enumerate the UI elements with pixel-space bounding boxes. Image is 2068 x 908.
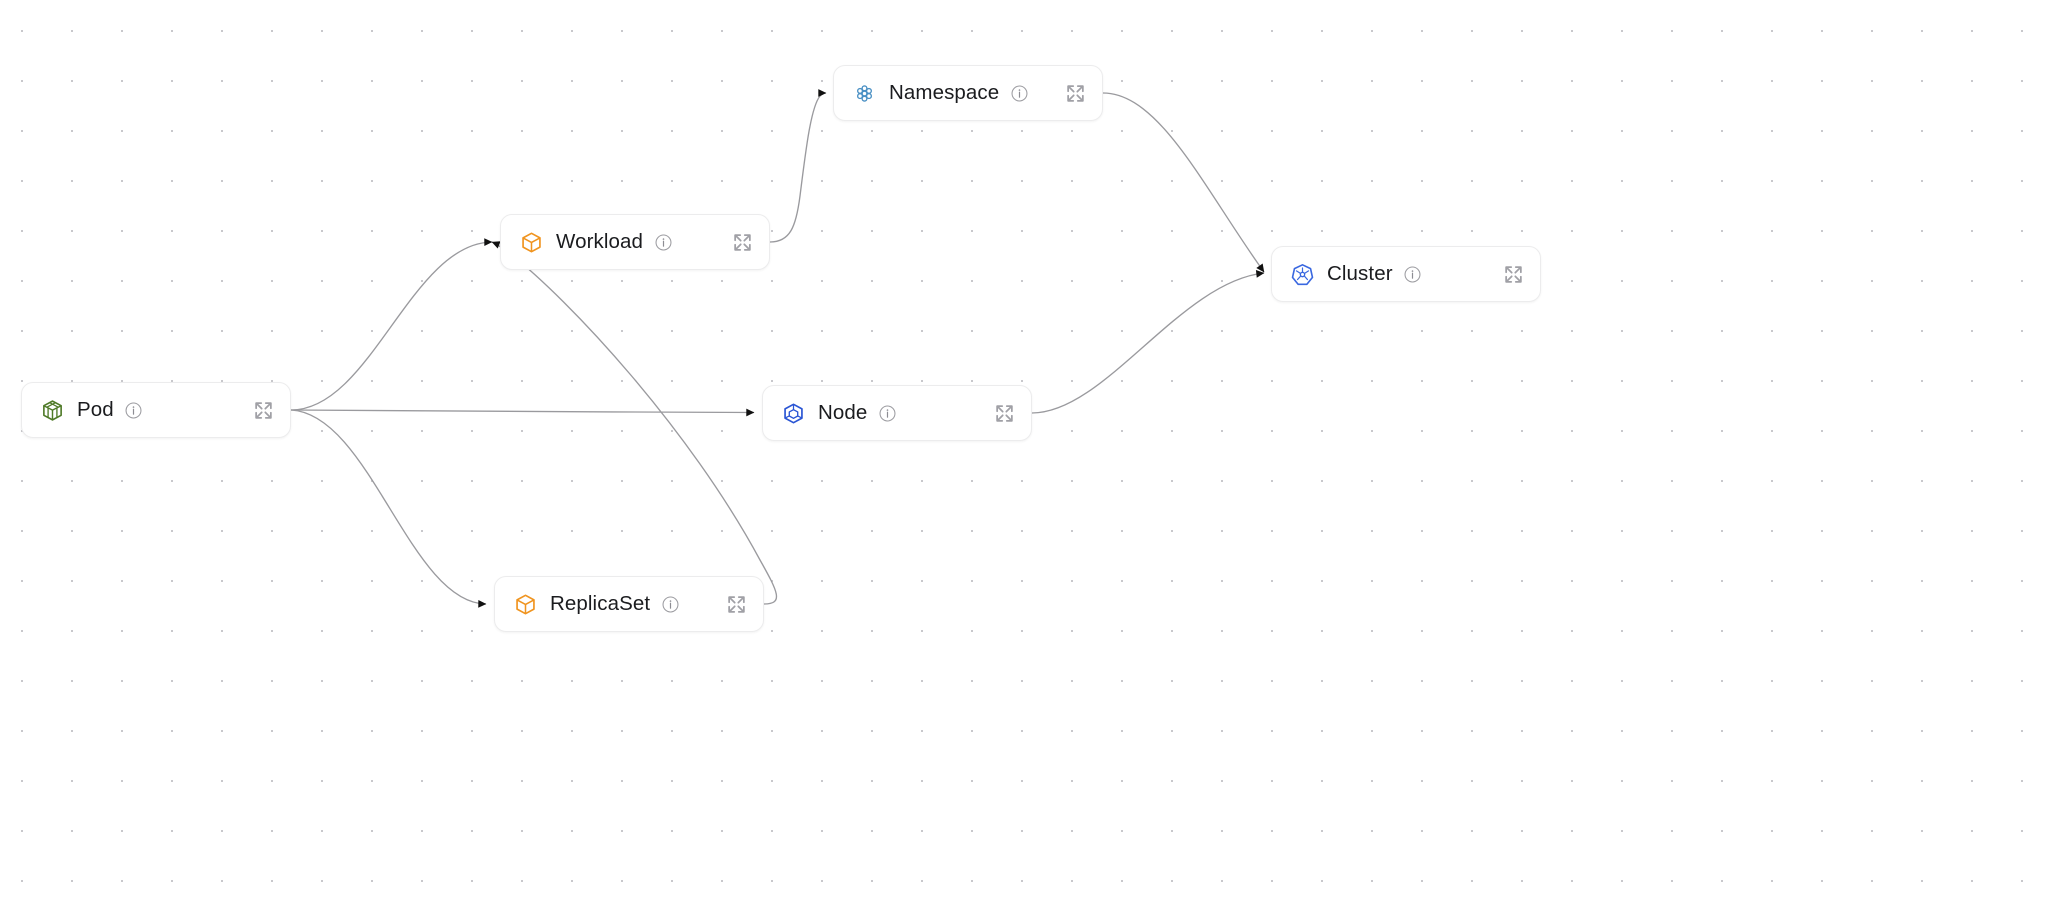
edge-replicaset-workload (491, 241, 778, 605)
graph-node-node[interactable]: Node (762, 385, 1032, 441)
edge-node-cluster (1031, 269, 1265, 414)
node-label: Node (818, 400, 868, 424)
graph-node-replicaset[interactable]: ReplicaSet (494, 576, 764, 632)
workload-cube-icon (519, 230, 543, 254)
expand-icon[interactable] (993, 402, 1015, 424)
expand-icon[interactable] (1064, 82, 1086, 104)
pod-box-icon (40, 398, 64, 422)
node-label: Pod (77, 397, 114, 421)
graph-node-cluster[interactable]: Cluster (1271, 246, 1541, 302)
node-label: Workload (556, 229, 644, 253)
node-cube-icon (781, 401, 805, 425)
info-icon[interactable] (661, 595, 679, 613)
edge-pod-workload (290, 238, 493, 411)
graph-node-pod[interactable]: Pod (21, 382, 291, 438)
node-label: ReplicaSet (550, 591, 651, 615)
info-icon[interactable] (1404, 265, 1422, 283)
replicaset-cube-icon (513, 592, 537, 616)
expand-icon[interactable] (725, 593, 747, 615)
expand-icon[interactable] (1502, 263, 1524, 285)
node-label: Namespace (889, 80, 1000, 104)
expand-icon[interactable] (252, 399, 274, 421)
graph-node-workload[interactable]: Workload (500, 214, 770, 270)
info-icon[interactable] (1010, 84, 1028, 102)
edge-workload-namespace (769, 89, 827, 243)
info-icon[interactable] (878, 404, 896, 422)
node-label: Cluster (1327, 261, 1393, 285)
edge-pod-replicaset (290, 409, 487, 608)
expand-icon[interactable] (731, 231, 753, 253)
edge-pod-node (290, 408, 755, 417)
info-icon[interactable] (654, 233, 672, 251)
namespace-cluster-icon (852, 81, 876, 105)
edge-namespace-cluster (1102, 92, 1265, 273)
graph-node-namespace[interactable]: Namespace (833, 65, 1103, 121)
info-icon[interactable] (125, 401, 143, 419)
kubernetes-cluster-icon (1290, 262, 1314, 286)
